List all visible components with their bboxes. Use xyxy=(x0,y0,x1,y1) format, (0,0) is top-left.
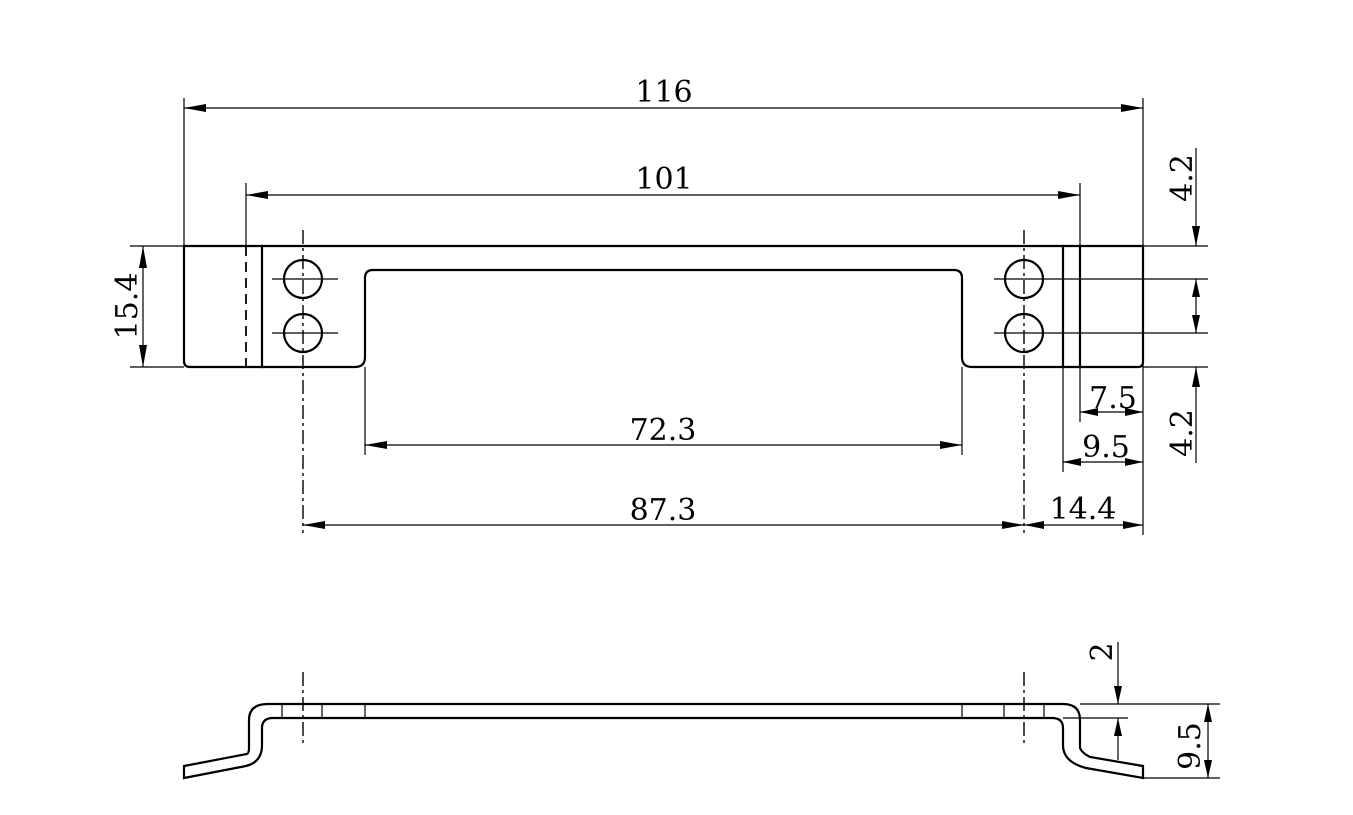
dim-text-101: 101 xyxy=(635,162,692,197)
dim-text-2: 2 xyxy=(1085,642,1120,661)
dim-text-116: 116 xyxy=(635,75,692,110)
dim-2: 2 xyxy=(1063,642,1220,760)
dim-116: 116 xyxy=(183,75,1144,246)
dim-7-5: 7.5 xyxy=(1079,367,1143,422)
dim-text-72-3: 72.3 xyxy=(630,413,697,448)
dim-72-3: 72.3 xyxy=(364,367,963,455)
plate-outline xyxy=(182,244,1145,369)
dim-15-4: 15.4 xyxy=(110,245,184,368)
dim-text-14-4: 14.4 xyxy=(1050,492,1117,527)
dim-text-87-3: 87.3 xyxy=(630,493,697,528)
dim-text-15-4: 15.4 xyxy=(110,273,145,340)
dim-14-4: 14.4 xyxy=(1024,246,1144,535)
dim-9-5-side: 9.5 xyxy=(1143,704,1220,779)
dim-101: 101 xyxy=(245,162,1081,246)
side-view xyxy=(182,672,1145,780)
top-view xyxy=(182,230,1208,533)
dim-4-2-bottom: 4.2 xyxy=(1143,366,1208,463)
dim-text-9-5: 9.5 xyxy=(1082,430,1130,465)
dim-87-3: 87.3 xyxy=(303,493,1024,529)
side-profile xyxy=(182,702,1145,780)
dim-text-4-2-top: 4.2 xyxy=(1165,154,1200,202)
dim-9-5-top: 9.5 xyxy=(1062,367,1143,472)
dim-4-2-top: 4.2 xyxy=(1143,148,1208,333)
dim-text-7-5: 7.5 xyxy=(1089,381,1137,416)
dim-text-9-5-side: 9.5 xyxy=(1173,722,1208,770)
dim-text-4-2-bottom: 4.2 xyxy=(1165,409,1200,457)
